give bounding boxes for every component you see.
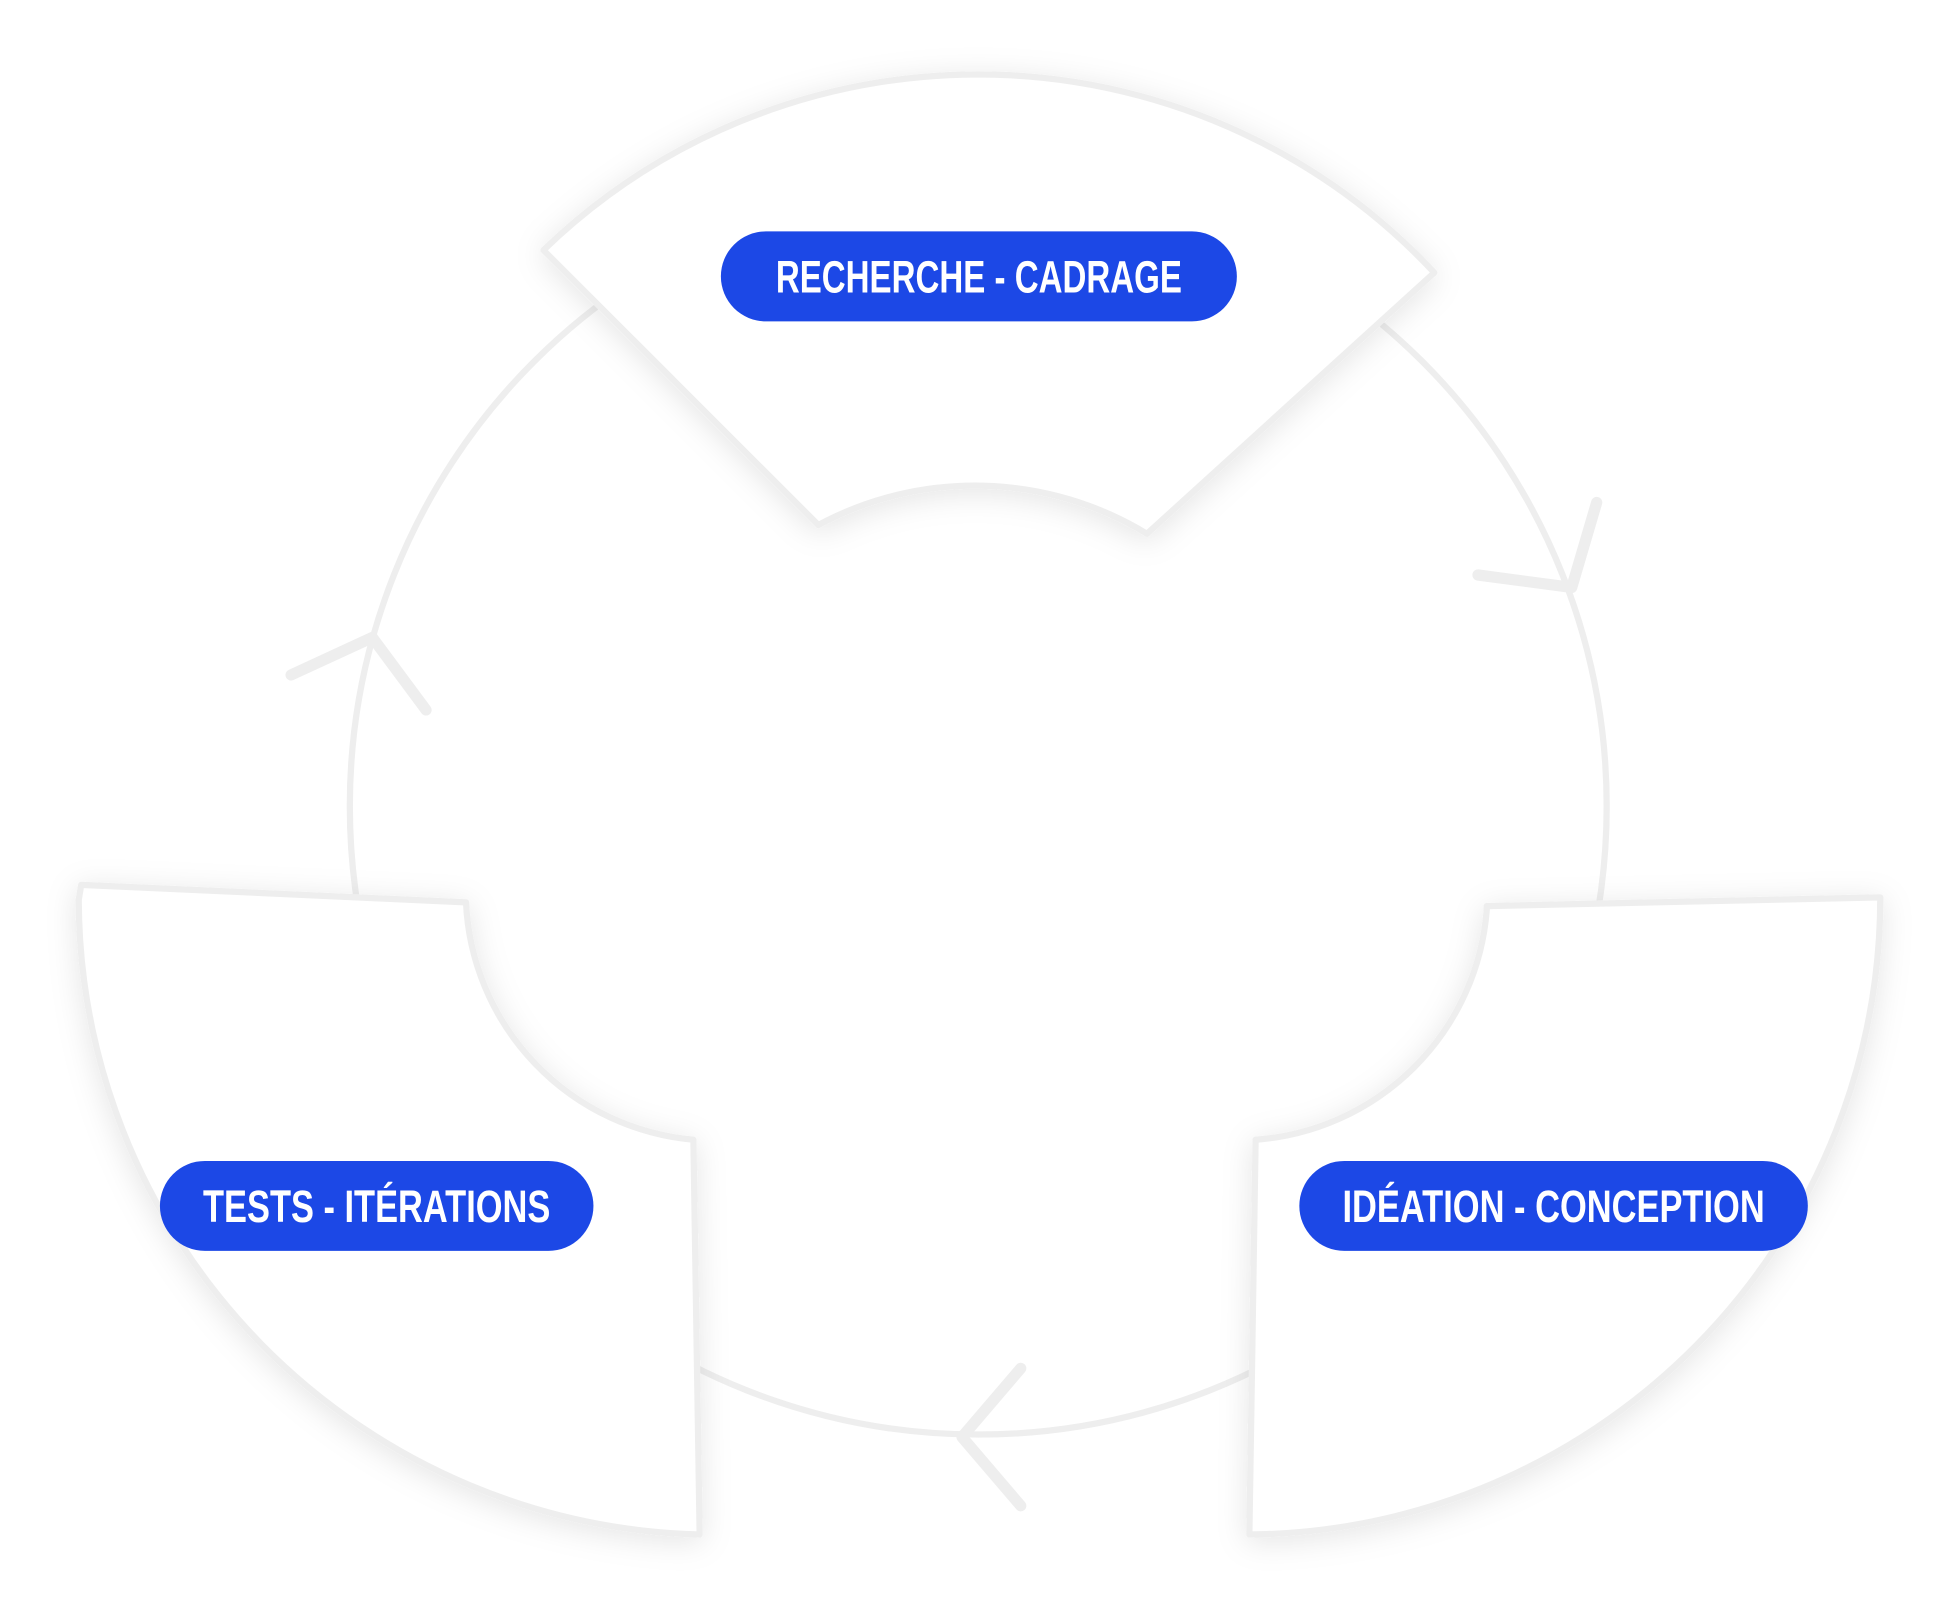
stage-pill-tests: TESTS - ITÉRATIONS [159, 1160, 594, 1251]
arrow-right-icon [1472, 496, 1603, 594]
stage-label: RECHERCHE - CADRAGE [776, 252, 1182, 303]
stage-pill-ideation: IDÉATION - CONCEPTION [1299, 1160, 1808, 1251]
stage-pill-recherche: RECHERCHE - CADRAGE [720, 231, 1237, 322]
arrow-left-icon [285, 631, 432, 716]
arrow-bottom-icon [956, 1362, 1027, 1512]
stage-label: TESTS - ITÉRATIONS [203, 1181, 550, 1232]
stage-label: IDÉATION - CONCEPTION [1342, 1181, 1764, 1232]
